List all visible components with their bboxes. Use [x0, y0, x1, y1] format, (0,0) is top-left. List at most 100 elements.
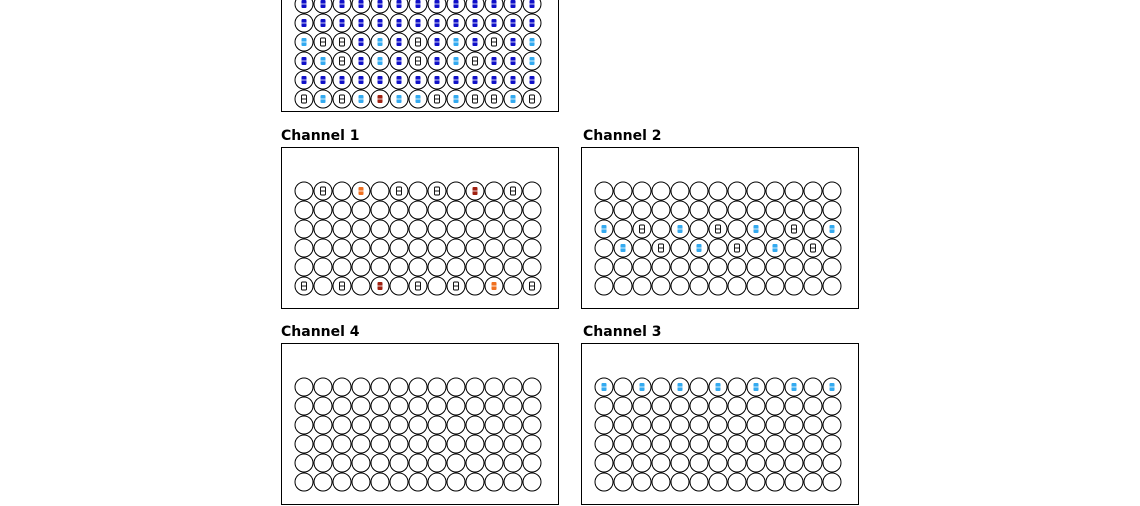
well-empty	[613, 276, 633, 296]
well-blue-marker	[522, 0, 542, 14]
well-blue-marker	[446, 70, 466, 90]
well-empty	[408, 181, 428, 201]
well-outline-marker	[427, 89, 447, 109]
well-empty	[465, 434, 485, 454]
well-outline-marker	[294, 89, 314, 109]
well-empty	[651, 181, 671, 201]
well-blue-marker	[370, 0, 390, 14]
well-empty	[332, 377, 352, 397]
well-empty	[522, 257, 542, 277]
well-empty	[427, 276, 447, 296]
well-empty	[594, 200, 614, 220]
well-empty	[522, 377, 542, 397]
well-empty	[313, 377, 333, 397]
well-blue-marker	[503, 13, 523, 33]
well-empty	[427, 472, 447, 492]
well-blue-marker	[427, 51, 447, 71]
well-blue-marker	[389, 13, 409, 33]
well-blue-marker	[332, 0, 352, 14]
well-empty	[332, 238, 352, 258]
well-red-marker	[465, 181, 485, 201]
well-empty	[708, 453, 728, 473]
well-empty	[389, 257, 409, 277]
well-empty	[484, 377, 504, 397]
well-empty	[689, 200, 709, 220]
well-empty	[765, 472, 785, 492]
well-empty	[446, 181, 466, 201]
well-empty	[746, 415, 766, 435]
well-blue-marker	[294, 70, 314, 90]
channel-4-title: Channel 4	[281, 324, 360, 340]
well-empty	[351, 276, 371, 296]
well-empty	[822, 181, 842, 201]
well-empty	[389, 238, 409, 258]
well-empty	[465, 257, 485, 277]
well-blue-marker	[389, 32, 409, 52]
well-blue-marker	[503, 0, 523, 14]
well-empty	[803, 377, 823, 397]
well-empty	[727, 453, 747, 473]
well-empty	[613, 472, 633, 492]
well-empty	[446, 377, 466, 397]
well-outline-marker	[522, 276, 542, 296]
channel-3-plate	[594, 377, 842, 492]
well-empty	[746, 434, 766, 454]
well-empty	[689, 453, 709, 473]
well-empty	[708, 472, 728, 492]
well-empty	[351, 238, 371, 258]
well-red-marker	[370, 276, 390, 296]
well-empty	[746, 472, 766, 492]
well-empty	[313, 472, 333, 492]
well-empty	[727, 257, 747, 277]
well-empty	[427, 200, 447, 220]
well-empty	[446, 434, 466, 454]
well-light-blue-marker	[689, 238, 709, 258]
well-outline-marker	[803, 238, 823, 258]
well-empty	[651, 219, 671, 239]
well-empty	[446, 257, 466, 277]
well-empty	[446, 415, 466, 435]
well-blue-marker	[351, 13, 371, 33]
well-blue-marker	[465, 13, 485, 33]
well-empty	[465, 377, 485, 397]
well-empty	[446, 453, 466, 473]
well-empty	[632, 257, 652, 277]
well-outline-marker	[503, 181, 523, 201]
well-empty	[670, 257, 690, 277]
well-empty	[784, 434, 804, 454]
well-empty	[670, 200, 690, 220]
well-empty	[727, 276, 747, 296]
well-outline-marker	[332, 89, 352, 109]
well-empty	[632, 181, 652, 201]
well-empty	[689, 415, 709, 435]
well-empty	[313, 238, 333, 258]
well-empty	[465, 238, 485, 258]
well-empty	[503, 219, 523, 239]
well-empty	[503, 472, 523, 492]
well-empty	[332, 200, 352, 220]
well-empty	[784, 453, 804, 473]
well-empty	[408, 472, 428, 492]
well-empty	[613, 415, 633, 435]
well-blue-marker	[408, 70, 428, 90]
well-empty	[351, 257, 371, 277]
well-empty	[727, 472, 747, 492]
well-empty	[632, 276, 652, 296]
well-blue-marker	[503, 51, 523, 71]
well-blue-marker	[389, 0, 409, 14]
well-empty	[670, 238, 690, 258]
well-empty	[389, 415, 409, 435]
well-empty	[446, 200, 466, 220]
well-blue-marker	[446, 13, 466, 33]
well-empty	[503, 238, 523, 258]
well-empty	[670, 453, 690, 473]
well-empty	[313, 219, 333, 239]
well-empty	[784, 181, 804, 201]
well-empty	[765, 276, 785, 296]
well-empty	[746, 453, 766, 473]
well-empty	[484, 472, 504, 492]
well-blue-marker	[370, 13, 390, 33]
well-empty	[594, 276, 614, 296]
well-empty	[313, 257, 333, 277]
well-empty	[522, 472, 542, 492]
